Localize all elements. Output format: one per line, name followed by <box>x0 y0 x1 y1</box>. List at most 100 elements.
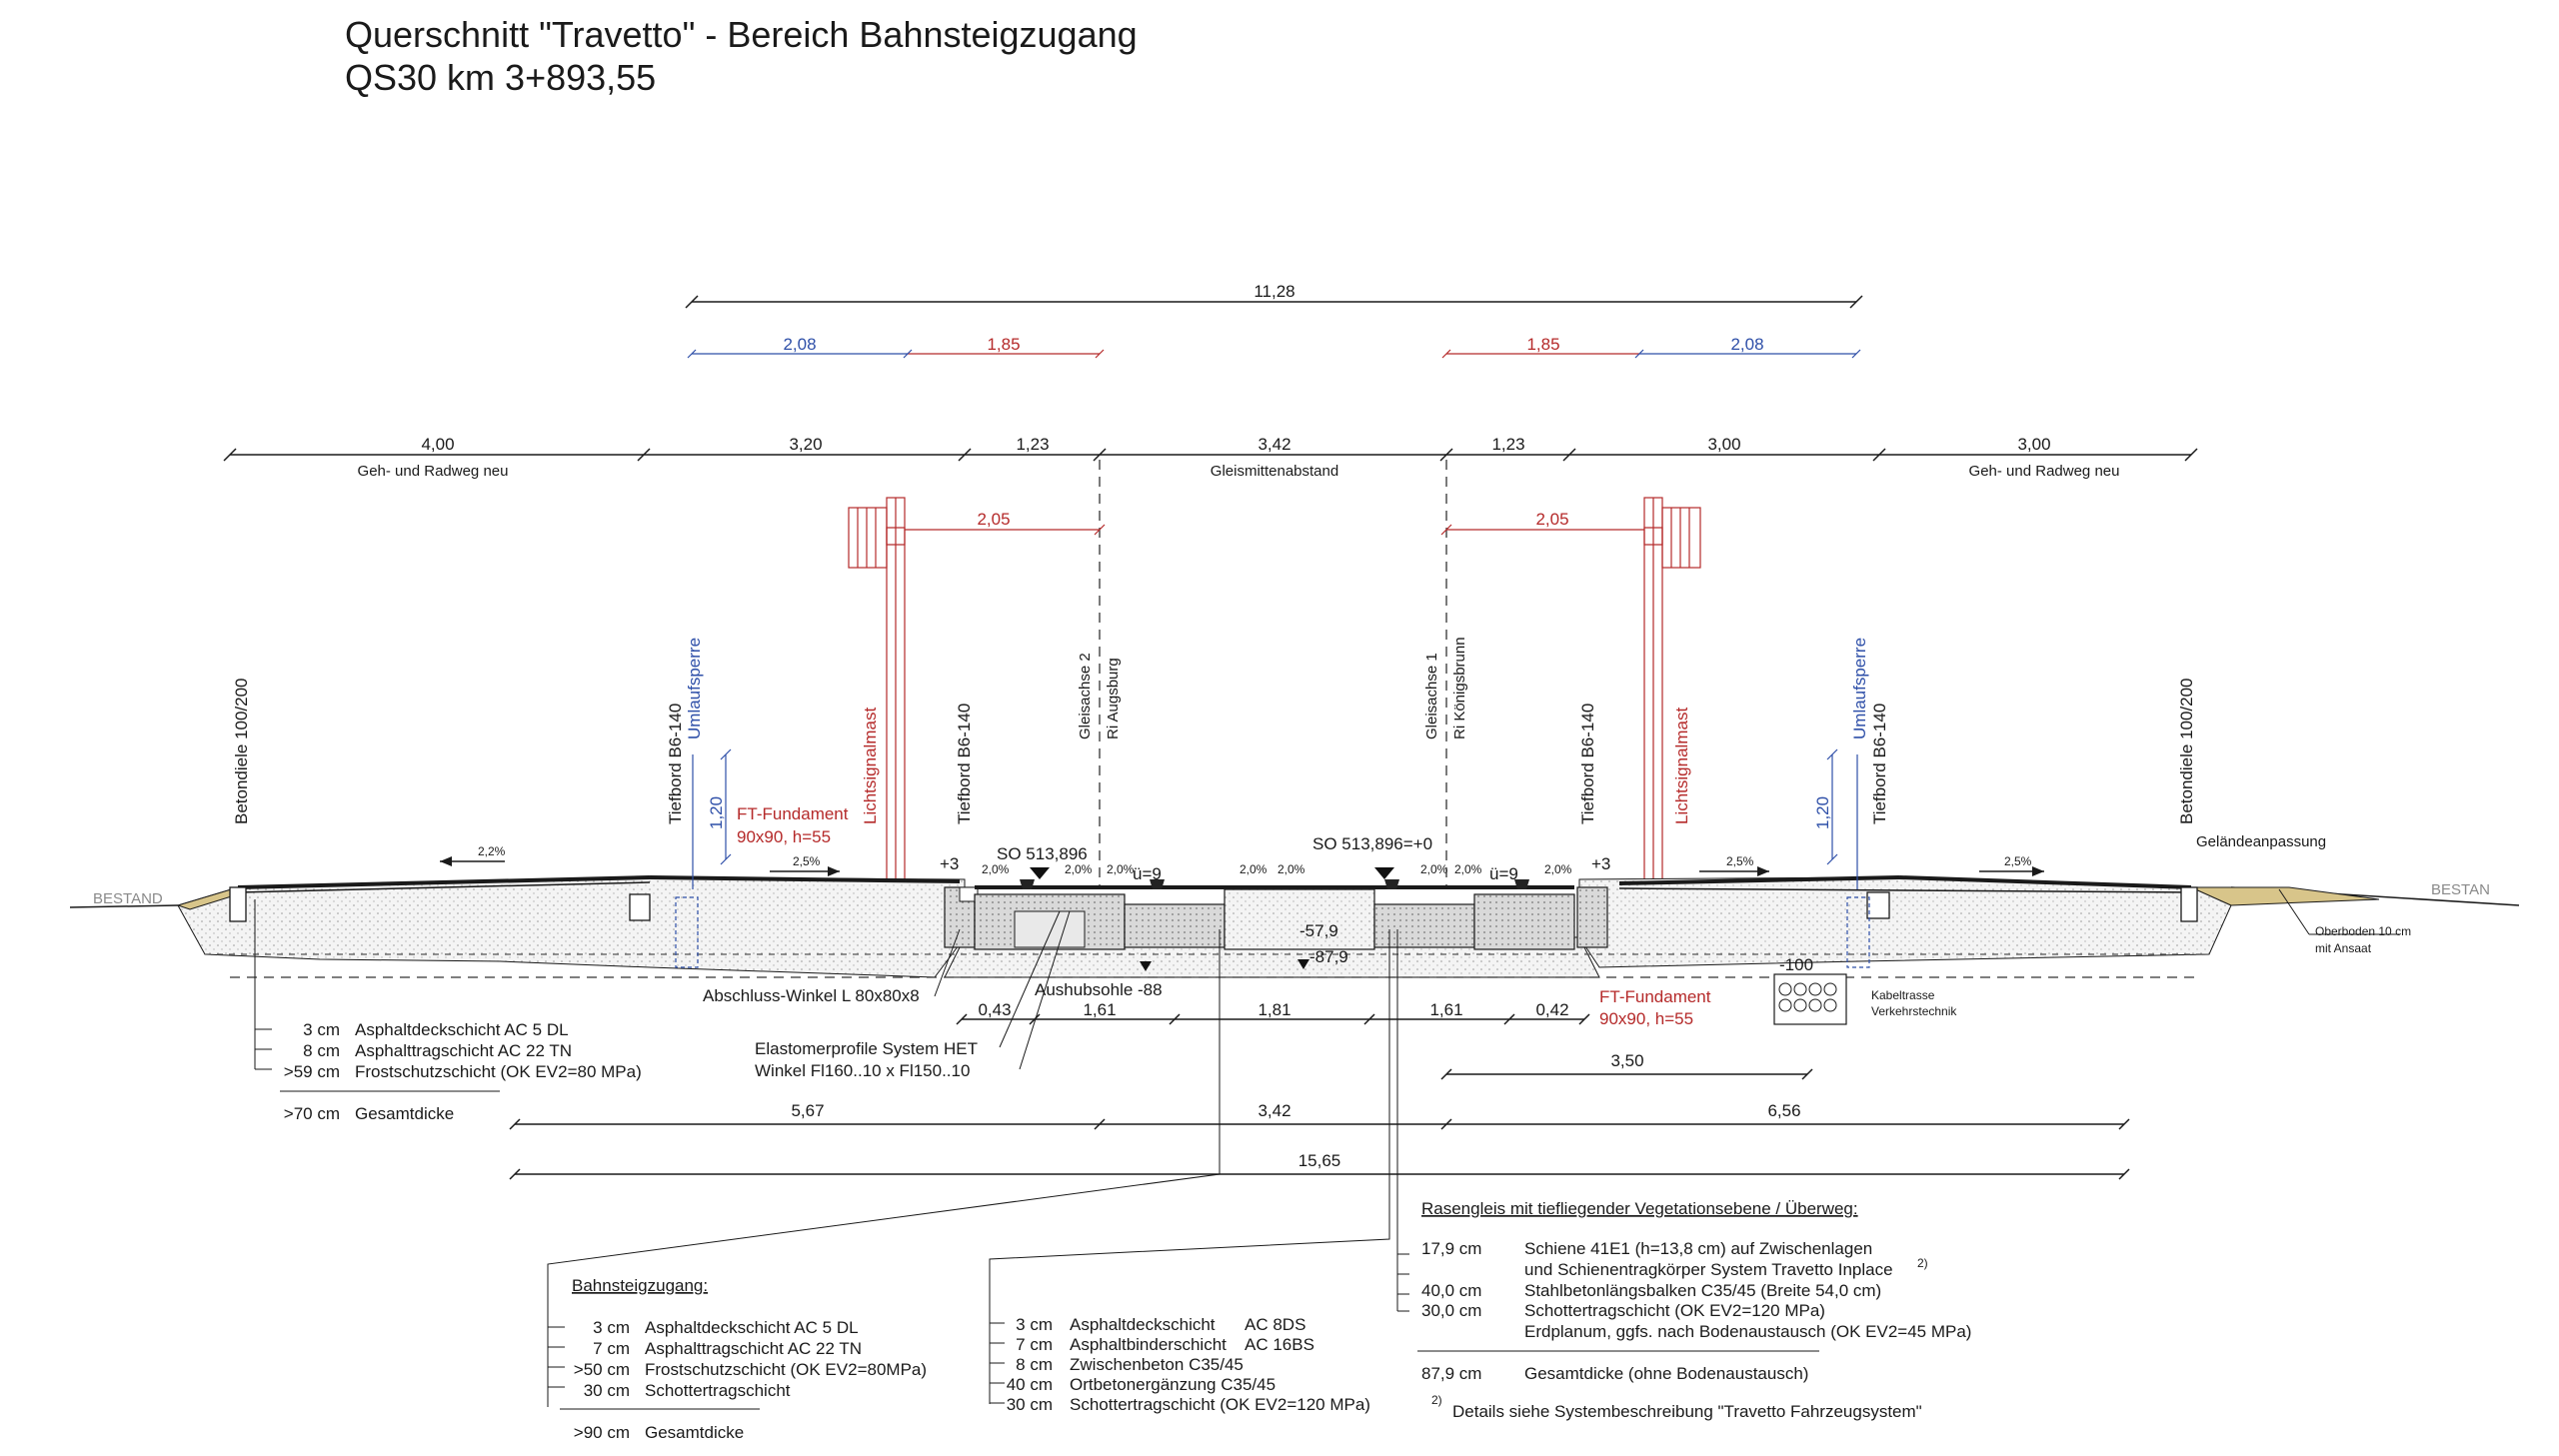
dim-overall-label: 15,65 <box>1298 1151 1341 1170</box>
legend-middle: 3 cm Asphaltdeckschicht AC 8DS 7 cm Asph… <box>989 929 1390 1414</box>
betondiele-right <box>2180 886 2198 922</box>
legend-right-r4-t: Erdplanum, ggfs. nach Bodenaustausch (OK… <box>1524 1322 1971 1341</box>
dim-row-4: 1,23 <box>1491 435 1524 454</box>
dim-blue-left: 2,08 <box>783 335 816 354</box>
oberboden-1: Oberboden 10 cm <box>2315 924 2411 938</box>
dim-row-1: 3,20 <box>789 435 822 454</box>
betondiele-left-2 <box>629 893 651 921</box>
dim-main-row: 4,00 3,20 1,23 3,42 1,23 3,00 3,00 Geh- … <box>223 435 2198 480</box>
legend-right-r3-d: 30,0 cm <box>1421 1301 1481 1320</box>
legend-bahnsteig-d3: 30 cm <box>584 1381 630 1400</box>
elastomer-2: Winkel Fl160..10 x Fl150..10 <box>755 1061 970 1080</box>
legend-right-r2-d: 40,0 cm <box>1421 1281 1481 1300</box>
legend-left-total-t: Gesamtdicke <box>355 1104 454 1123</box>
dim-overall: 15,65 <box>509 1151 2130 1180</box>
legend-middle-t0: Asphaltdeckschicht <box>1070 1315 1216 1334</box>
legend-right: Rasengleis mit tiefliegender Vegetations… <box>1396 929 1971 1421</box>
geh-radweg-left: Geh- und Radweg neu <box>358 463 509 480</box>
legend-bahnsteig-d2: >50 cm <box>574 1360 630 1379</box>
legend-bahnsteig-d1: 7 cm <box>593 1339 630 1358</box>
dim-row-2: 1,23 <box>1016 435 1049 454</box>
abschluss-winkel: Abschluss-Winkel L 80x80x8 <box>703 986 920 1005</box>
vlabel-licht-right: Lichtsignalmast <box>1672 708 1691 824</box>
vlabel-betondiele-right: Betondiele 100/200 <box>2177 678 2196 824</box>
ft-fundament-right-2: 90x90, h=55 <box>1599 1009 1693 1028</box>
vlabel-tiefbord-3: Tiefbord B6-140 <box>1578 704 1597 824</box>
legend-right-r3-t: Schottertragschicht (OK EV2=120 MPa) <box>1524 1301 1825 1320</box>
legend-middle-d1: 7 cm <box>1016 1335 1053 1354</box>
level-579: -57,9 <box>1299 921 1338 940</box>
geh-radweg-right: Geh- und Radweg neu <box>1969 463 2120 480</box>
legend-bahnsteig-t3: Schottertragschicht <box>645 1381 791 1400</box>
dim-bottom-1: 1,61 <box>1083 1000 1116 1019</box>
dim-red-left: 1,85 <box>987 335 1020 354</box>
legend-right-r1-d: 17,9 cm <box>1421 1239 1481 1258</box>
legend-right-footnote: Details siehe Systembeschreibung "Travet… <box>1452 1402 1922 1421</box>
legend-bahnsteig-total-d: >90 cm <box>574 1423 630 1442</box>
vlabel-tiefbord-2: Tiefbord B6-140 <box>955 704 974 824</box>
pct-5: 2,0% <box>1278 862 1305 876</box>
slope-22: 2,2% <box>478 844 506 858</box>
level-marker-1 <box>1297 959 1309 969</box>
pct-4: 2,0% <box>1240 862 1268 876</box>
dim-kabel-label: 3,50 <box>1610 1051 1643 1070</box>
umlauf-height-left: 1,20 <box>707 796 726 829</box>
dim-red-right: 1,85 <box>1526 335 1559 354</box>
gelaendeanpassung: Geländeanpassung <box>2196 833 2326 850</box>
dim-lower-row: 5,67 3,42 6,56 <box>509 1101 2130 1130</box>
dim-kabel-width: 3,50 <box>1440 1051 1813 1080</box>
legend-left-t1: Asphalttragschicht AC 22 TN <box>355 1041 572 1060</box>
vlabel-gleis2a: Gleisachse 2 <box>1077 653 1094 739</box>
legend-left-d1: 8 cm <box>303 1041 340 1060</box>
legend-bahnsteig-total-t: Gesamtdicke <box>645 1423 744 1442</box>
dim-bottom-2: 1,81 <box>1258 1000 1290 1019</box>
dim-lower-0: 5,67 <box>791 1101 824 1120</box>
vlabel-gleis1b: Ri Königsbrunn <box>1451 637 1468 739</box>
ft-fundament-left-2: 90x90, h=55 <box>737 827 831 846</box>
dim-blue-red-row: 2,08 1,85 1,85 2,08 <box>687 335 1861 359</box>
legend-left-total-d: >70 cm <box>284 1104 340 1123</box>
bestand-left-label: BESTAND <box>93 890 163 907</box>
legend-left-t2: Frostschutzschicht (OK EV2=80 MPa) <box>355 1062 642 1081</box>
legend-middle-s1: AC 16BS <box>1245 1335 1314 1354</box>
plus3-left: +3 <box>940 854 959 873</box>
legend-right-r2-t: Stahlbetonlängsbalken C35/45 (Breite 54,… <box>1524 1281 1881 1300</box>
title-line-2: QS30 km 3+893,55 <box>345 57 656 98</box>
legend-middle-d0: 3 cm <box>1016 1315 1053 1334</box>
bestand-right-label: BESTAN <box>2431 881 2490 898</box>
dim-mast-left: 2,05 <box>977 510 1010 529</box>
legend-right-r1-t2: und Schienentragkörper System Travetto I… <box>1524 1260 1893 1279</box>
ue-right: ü=9 <box>1489 864 1518 883</box>
legend-bahnsteig-t2: Frostschutzschicht (OK EV2=80MPa) <box>645 1360 927 1379</box>
slope-25c: 2,5% <box>2004 854 2032 868</box>
legend-right-heading: Rasengleis mit tiefliegender Vegetations… <box>1421 1199 1858 1218</box>
oberboden-2: mit Ansaat <box>2315 941 2372 955</box>
level-marker-2 <box>1140 961 1152 971</box>
legend-left-d0: 3 cm <box>303 1020 340 1039</box>
vlabel-gleis2b: Ri Augsburg <box>1105 658 1122 739</box>
kabeltrasse: -100 Kabeltrasse Verkehrstechnik <box>1773 955 1957 1025</box>
dim-blue-right: 2,08 <box>1730 335 1763 354</box>
level-879: -87,9 <box>1309 947 1348 966</box>
legend-bahnsteig-d0: 3 cm <box>593 1318 630 1337</box>
dim-lower-2: 6,56 <box>1767 1101 1800 1120</box>
kabeltrasse-1: Kabeltrasse <box>1871 988 1935 1002</box>
umlauf-height-right: 1,20 <box>1813 796 1832 829</box>
pct-8: 2,0% <box>1544 862 1572 876</box>
vlabel-betondiele-left: Betondiele 100/200 <box>232 678 251 824</box>
aushubsohle: Aushubsohle -88 <box>1035 980 1163 999</box>
ft-fundament-left-1: FT-Fundament <box>737 804 849 823</box>
dim-mast-right: 2,05 <box>1535 510 1568 529</box>
vlabel-umlauf-right: Umlaufsperre <box>1850 638 1869 739</box>
slope-20-labels: 2,0% 2,0% 2,0% 2,0% 2,0% 2,0% 2,0% 2,0% <box>982 862 1572 876</box>
dim-lower-1: 3,42 <box>1258 1101 1290 1120</box>
slope-25a: 2,5% <box>793 854 821 868</box>
plus3-right: +3 <box>1591 854 1610 873</box>
legend-left-d2: >59 cm <box>284 1062 340 1081</box>
legend-bahnsteig-t1: Asphalttragschicht AC 22 TN <box>645 1339 862 1358</box>
slope-marks: 2,2% 2,5% 2,5% 2,5% <box>440 844 2044 876</box>
legend-right-r1-t: Schiene 41E1 (h=13,8 cm) auf Zwischenlag… <box>1524 1239 1872 1258</box>
kabeltrasse-2: Verkehrstechnik <box>1871 1004 1957 1018</box>
legend-right-total-t: Gesamtdicke (ohne Bodenaustausch) <box>1524 1364 1808 1383</box>
legend-right-footnote-sup: 2) <box>1431 1393 1442 1407</box>
